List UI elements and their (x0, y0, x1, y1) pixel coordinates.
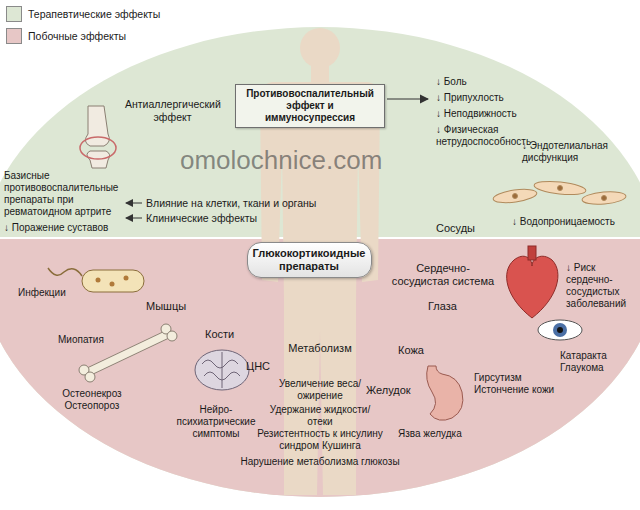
effect-label: Миопатия (58, 334, 128, 346)
effect-label: Базисные противовоспалительные препараты… (4, 170, 124, 218)
effect-label: ↓ Физическая нетрудоспособность (436, 124, 536, 148)
watermark: omolochnice.com (180, 145, 460, 176)
box-text: Противовоспалительный эффект и иммуносуп… (241, 88, 379, 124)
effect-label: ↓ Водопроницаемость (512, 216, 632, 228)
organ-label: ЦНС (246, 360, 286, 373)
heart-icon (507, 246, 558, 318)
pointer-arrow (126, 203, 142, 204)
stomach-icon (427, 366, 463, 420)
effect-label: ↓ Риск сердечно-сосудистых заболеваний (566, 262, 632, 310)
organ-label: Кожа (398, 344, 448, 357)
effect-label: Нарушение метаболизма глюкозы (220, 456, 420, 468)
effect-label: Гирсутизм Истончение кожи (474, 372, 564, 396)
section-label: Влияние на клетки, ткани и органы (146, 197, 326, 210)
legend-swatch (6, 6, 22, 22)
knee-joint (80, 106, 116, 168)
organ-label: Сердечно-сосудистая система (390, 262, 496, 288)
endothelial-cells (492, 179, 626, 206)
organ-label: Метаболизм (270, 342, 370, 355)
box-text: Глюкокортикоидные препараты (253, 247, 366, 273)
organ-label: Желудок (366, 384, 426, 397)
legend-row: Терапевтические эффекты (6, 6, 160, 22)
organ-label: Глаза (428, 300, 478, 313)
effect-box: Противовоспалительный эффект и иммуносуп… (235, 84, 385, 128)
effect-label: Резистентность к инсулину синдром Кушинг… (245, 428, 395, 452)
effect-arrow (387, 98, 428, 99)
effect-label: Остеонекроз Остеопороз (52, 388, 132, 412)
effect-label: Увеличение веса/ ожирение (265, 378, 375, 402)
effect-label: ↓ Припухлость (436, 92, 556, 104)
brain-icon (195, 350, 249, 390)
legend-row: Побочные эффекты (6, 28, 126, 44)
section-label: Клинические эффекты (146, 212, 296, 225)
effect-label: Удержание жидкости/ отеки (260, 404, 380, 428)
effect-label: Нейро-психиатрические симптомы (170, 404, 262, 440)
drug-box: Глюкокортикоидные препараты (247, 242, 372, 278)
eye-icon (538, 320, 582, 340)
bone-icon (79, 324, 177, 382)
effect-label: ↓ Боль (436, 76, 556, 88)
pointer-arrow (126, 218, 142, 219)
legend-swatch (6, 28, 22, 44)
organ-label: Кости (205, 328, 255, 341)
effect-label: ↓ Эндотелиальная дисфункция (522, 140, 622, 164)
effect-label: Антиаллергический эффект (125, 98, 220, 123)
adverse-region (0, 238, 640, 497)
effect-label: ↓ Неподвижность (436, 108, 556, 120)
legend-text: Терапевтические эффекты (28, 8, 160, 20)
organ-label: Мышцы (146, 300, 196, 313)
therapeutic-region (0, 27, 640, 497)
legend-text: Побочные эффекты (28, 30, 126, 42)
effect-label: Катаракта Глаукома (560, 350, 630, 374)
effect-label: Инфекции (18, 287, 78, 299)
effect-label: Язва желудка (398, 428, 478, 440)
effect-label: ↓ Поражение суставов (4, 222, 124, 234)
organ-label: Сосуды (436, 222, 496, 235)
